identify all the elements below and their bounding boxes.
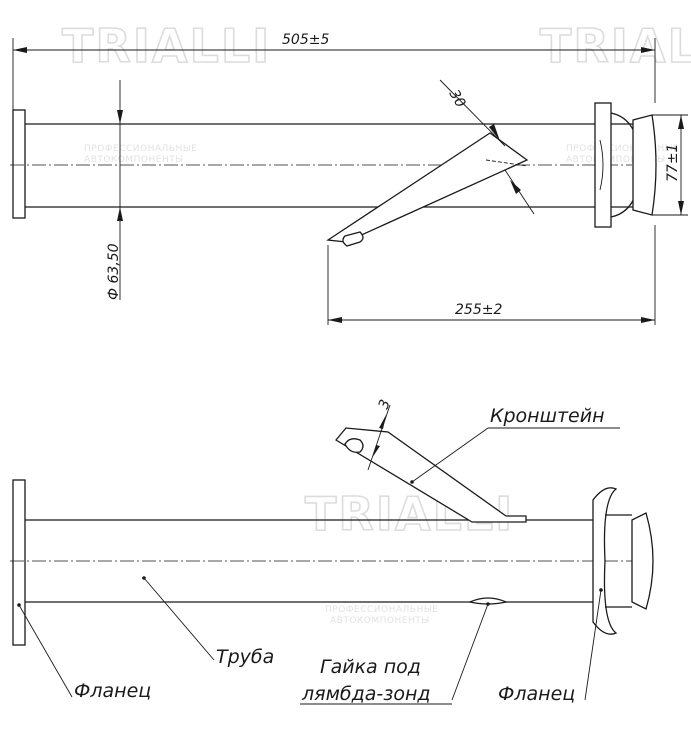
label-flange-right: Фланец [498,683,575,705]
svg-text:ПРОФЕССИОНАЛЬНЫЕ: ПРОФЕССИОНАЛЬНЫЕ [325,605,438,615]
dim-total-length-text: 505±5 [282,32,329,48]
svg-text:TRIALLI: TRIALLI [62,19,271,73]
label-bracket: Кронштейн [490,405,605,427]
top-bracket [326,132,529,247]
dim-height-text: 77±1 [665,144,681,182]
leader-bracket: Кронштейн [410,405,620,484]
leader-flange-right: Фланец [498,588,603,705]
svg-text:TRIALLI: TRIALLI [540,19,691,73]
label-pipe: Труба [216,646,274,668]
dim-bracket-distance-text: 255±2 [455,302,502,318]
side-right-flange [592,487,654,635]
top-left-flange [12,109,26,219]
top-right-flange [594,102,657,228]
svg-text:АВТОКОМПОНЕНТЫ: АВТОКОМПОНЕНТЫ [330,616,430,626]
svg-text:ПРОФЕССИОНАЛЬНЫЕ: ПРОФЕССИОНАЛЬНЫЕ [566,144,679,154]
label-flange-left: Фланец [74,680,151,702]
watermark-top-right: TRIALLI [539,18,691,74]
dim-bracket-distance: 255±2 [327,225,656,325]
lambda-nut [467,597,509,605]
label-nut-line1: Гайка под [320,656,421,678]
dim-diameter: Ф 63,50 [106,80,123,300]
side-bracket [335,427,527,523]
top-view: 505±5 30 Ф 63,50 77±1 [10,32,688,325]
dim-diameter-text: Ф 63,50 [106,243,122,300]
leader-flange-left: Фланец [17,603,151,702]
svg-text:АВТОКОМПОНЕНТЫ: АВТОКОМПОНЕНТЫ [84,155,184,165]
watermark-center-top: ПРОФЕССИОНАЛЬНЫЕ АВТОКОМПОНЕНТЫ ПРОФЕССИ… [84,144,679,165]
dim-thickness-text: 3 [376,398,394,412]
leader-nut: Гайка под лямбда-зонд [300,602,490,705]
svg-text:АВТОКОМПОНЕНТЫ: АВТОКОМПОНЕНТЫ [566,155,666,165]
dim-angle-text: 30 [446,87,469,111]
dim-height: 77±1 [652,114,688,216]
watermark-top-left: TRIALLI [61,18,271,74]
side-left-flange [12,479,26,646]
dim-total-length: 505±5 [12,32,656,110]
side-view: 3 Кронштейн Труба Гайка под лямбда-зонд [10,398,654,705]
svg-text:ПРОФЕССИОНАЛЬНЫЕ: ПРОФЕССИОНАЛЬНЫЕ [84,144,197,154]
dim-thickness: 3 [367,398,394,471]
leader-pipe: Труба [142,576,274,668]
dim-angle: 30 [439,79,535,215]
label-nut-line2: лямбда-зонд [301,683,431,705]
